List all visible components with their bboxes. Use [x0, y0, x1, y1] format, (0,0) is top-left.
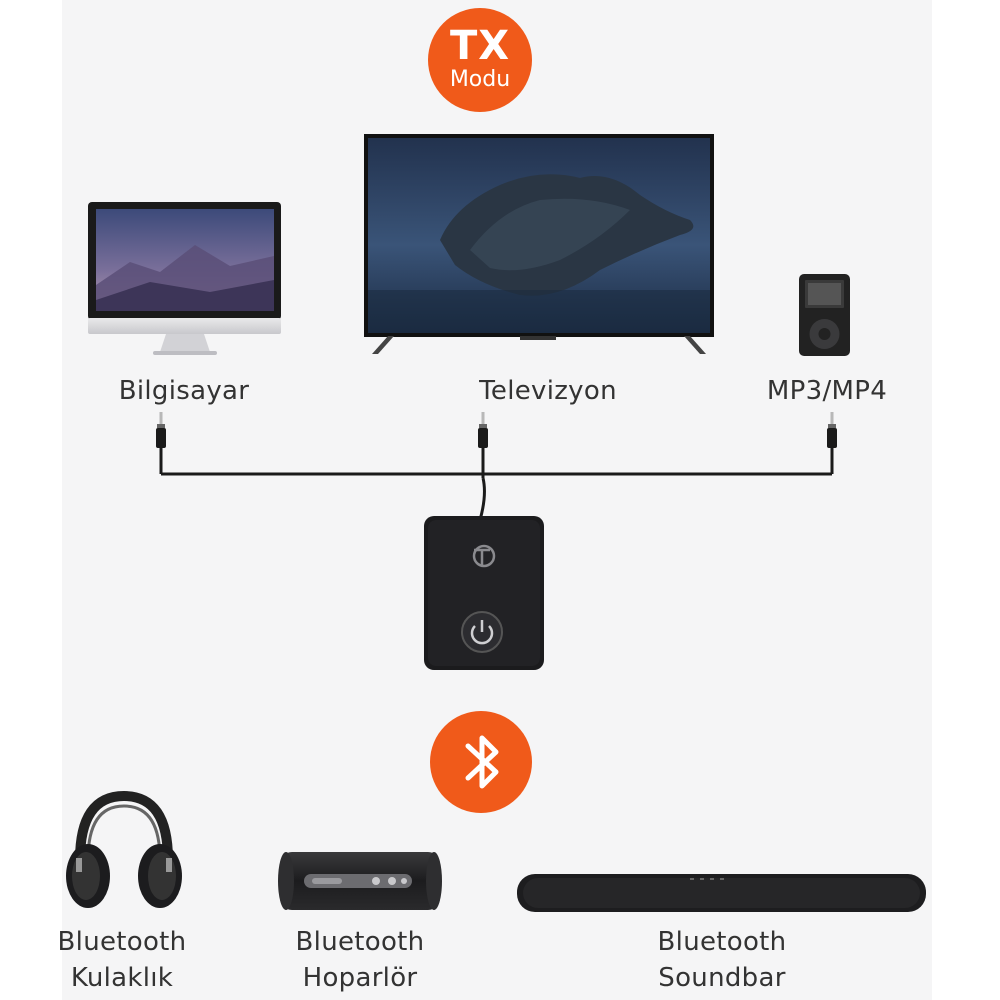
receiver-label-line2: Kulaklık — [70, 963, 174, 993]
audio-jack-plugs — [156, 412, 837, 448]
receiver-label-headphones: Bluetooth Kulaklık — [52, 924, 192, 996]
mp3-player-icon — [799, 274, 850, 356]
receiver-label-speaker: Bluetooth Hoparlör — [290, 924, 430, 996]
power-icon[interactable] — [461, 611, 503, 653]
receiver-label-line1: Bluetooth — [657, 927, 787, 957]
receiver-label-line2: Hoparlör — [302, 963, 418, 993]
receiver-label-line2: Soundbar — [658, 963, 786, 993]
audio-cables — [159, 448, 834, 521]
bluetooth-speaker-icon — [278, 852, 442, 910]
bluetooth-transmitter-device — [424, 516, 544, 670]
headphones-icon — [66, 790, 182, 908]
computer-icon — [88, 202, 281, 355]
receiver-label-line1: Bluetooth — [57, 927, 187, 957]
mode-label: Modu — [449, 67, 511, 92]
bluetooth-icon — [430, 711, 532, 813]
tx-label: TX — [449, 23, 511, 69]
receiver-label-line1: Bluetooth — [295, 927, 425, 957]
source-label-mp3: MP3/MP4 — [766, 376, 888, 406]
brand-logo-icon — [472, 544, 496, 568]
television-icon — [364, 134, 714, 354]
source-label-computer: Bilgisayar — [118, 376, 250, 406]
source-label-television: Televizyon — [479, 376, 617, 406]
receiver-label-soundbar: Bluetooth Soundbar — [652, 924, 792, 996]
soundbar-icon — [517, 874, 926, 912]
tx-mode-badge: TX Modu — [428, 8, 532, 112]
